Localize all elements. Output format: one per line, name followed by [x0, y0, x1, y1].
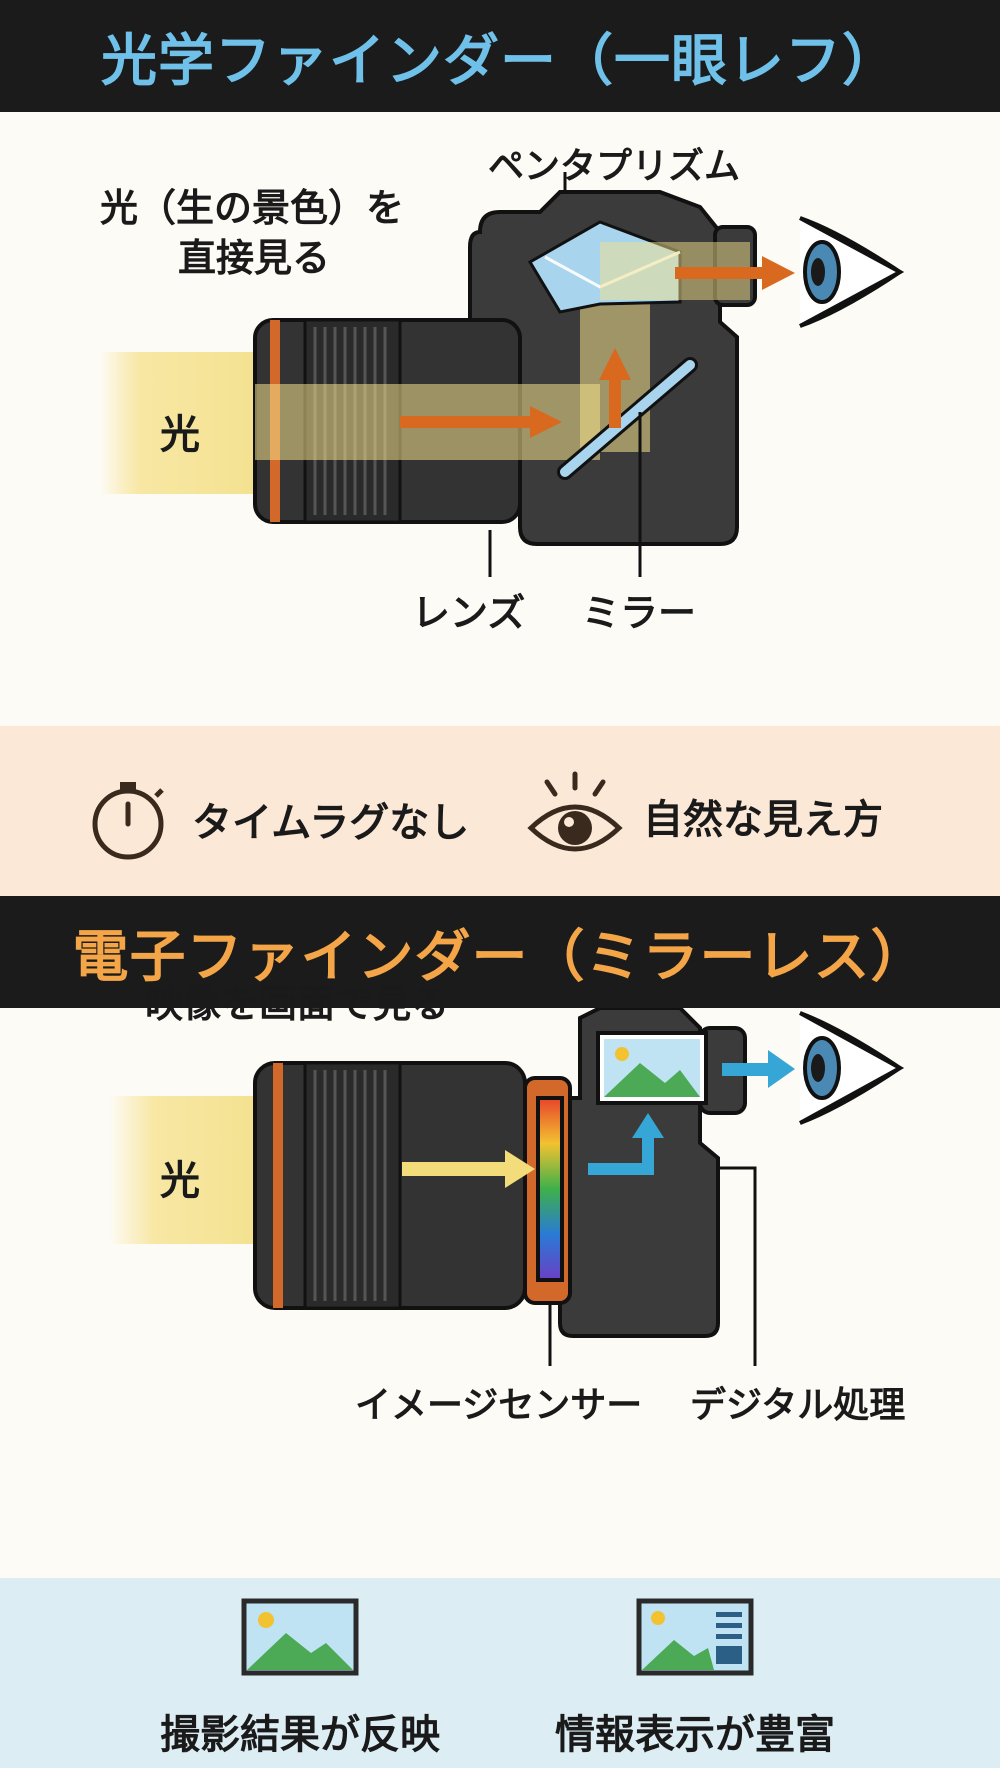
electronic-title-bar: 電子ファインダー（ミラーレス）: [0, 896, 1000, 1008]
mirrorless-diagram: [110, 1008, 905, 1366]
processing-leader: [718, 1166, 757, 1366]
arrow-light-to-sensor: [402, 1150, 535, 1188]
arrow-into-camera: [400, 406, 562, 438]
feature-text: タイムラグなし: [192, 800, 470, 846]
pentaprism-label: ペンタプリズム: [488, 146, 741, 187]
eye-icon: [799, 216, 905, 328]
mirror-label: ミラー: [582, 591, 697, 635]
feature-text: 情報表示が豊富: [555, 1712, 835, 1758]
info-display-icon: [636, 1598, 754, 1676]
feature-text: 自然な見え方: [643, 797, 883, 843]
optical-title-bar: 光学ファインダー（一眼レフ）: [0, 0, 1000, 112]
optical-features-band: タイムラグなし 自然な見え方: [0, 726, 1000, 896]
arrow-sensor-to-screen: [588, 1113, 664, 1175]
optical-title: 光学ファインダー（一眼レフ）: [101, 28, 899, 94]
lens-ring: [273, 1063, 283, 1308]
light-glow: [100, 352, 260, 494]
arrow-up: [599, 348, 631, 428]
electronic-title: 電子ファインダー（ミラーレス）: [72, 924, 928, 990]
feature-natural-view: 自然な見え方: [525, 766, 883, 866]
stopwatch-icon: [92, 782, 164, 860]
optical-diagram-panel: ペンタプリズム 光（生の景色）を 直接見る 光 レンズ ミラー: [0, 112, 1000, 726]
processing-label: デジタル処理: [690, 1385, 906, 1426]
landscape-photo-icon: [604, 1039, 700, 1097]
landscape-photo-icon: [241, 1598, 359, 1676]
lens-label: レンズ: [412, 591, 526, 635]
image-sensor: [536, 1096, 564, 1282]
electronic-features-band: 撮影結果が反映 情報表示が豊富: [0, 1578, 1000, 1768]
electronic-caption: 映像を画面で見る: [145, 982, 450, 1026]
dslr-diagram: [100, 172, 905, 577]
mirror: [560, 360, 695, 477]
optical-light-label: 光: [160, 412, 200, 458]
feature-no-time-lag: タイムラグなし: [88, 776, 469, 862]
feature-text: 撮影結果が反映: [160, 1712, 440, 1758]
electronic-light-label: 光: [160, 1158, 200, 1204]
optical-caption-line1: 光（生の景色）を: [100, 186, 405, 230]
eye-icon: [527, 771, 623, 852]
arrow-to-eye: [722, 1050, 795, 1088]
focus-ring-grip: [313, 1070, 387, 1301]
light-glow: [110, 1096, 260, 1244]
electronic-diagram-panel: 映像を画面で見る 光 イメージセンサー デジタル処理: [0, 982, 1000, 1578]
feature-rich-info: 情報表示が豊富: [545, 1598, 845, 1760]
optical-caption-line2: 直接見る: [178, 236, 331, 280]
sensor-label: イメージセンサー: [355, 1385, 643, 1426]
feature-shows-result: 撮影結果が反映: [150, 1598, 450, 1760]
eye-icon: [799, 1011, 905, 1125]
arrow-to-eye: [675, 256, 795, 290]
